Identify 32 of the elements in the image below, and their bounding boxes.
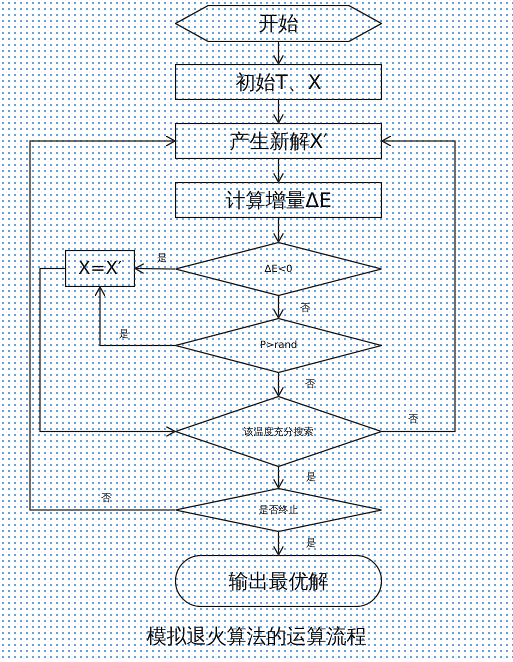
edge-label: 是 xyxy=(306,537,316,550)
decision-diamond: P>rand xyxy=(175,318,382,373)
process-box: X=X′ xyxy=(65,250,135,287)
arrow xyxy=(272,218,284,243)
process-box: 计算增量ΔE xyxy=(175,182,382,218)
decision-diamond: 是否终止 xyxy=(175,488,382,532)
arrow xyxy=(94,286,175,346)
arrow xyxy=(29,135,176,511)
arrow xyxy=(272,159,284,183)
arrow xyxy=(381,135,456,432)
process-box: 初始T、X xyxy=(175,64,382,100)
arrow xyxy=(272,532,284,556)
edge-label: 否 xyxy=(101,492,111,505)
arrow xyxy=(272,42,284,65)
arrow xyxy=(39,268,176,438)
edge-label: 是 xyxy=(119,328,129,341)
start-hexagon: 开始 xyxy=(175,5,382,42)
edge-label: 否 xyxy=(300,302,310,315)
decision-diamond: ΔE<0 xyxy=(175,242,382,296)
edge-label: 是 xyxy=(157,252,167,265)
arrow xyxy=(272,100,284,124)
terminal-box: 输出最优解 xyxy=(175,555,382,607)
edge-label: 否 xyxy=(305,378,315,391)
arrow xyxy=(134,262,175,274)
edge-label: 否 xyxy=(408,413,418,426)
arrow xyxy=(272,373,284,397)
decision-diamond: 该温度充分搜索 xyxy=(175,396,382,467)
process-box: 产生新解X′ xyxy=(175,123,382,159)
edge-label: 是 xyxy=(306,471,316,484)
caption: 模拟退火算法的运算流程 xyxy=(146,623,368,650)
arrow xyxy=(272,467,284,489)
arrow xyxy=(272,296,284,319)
